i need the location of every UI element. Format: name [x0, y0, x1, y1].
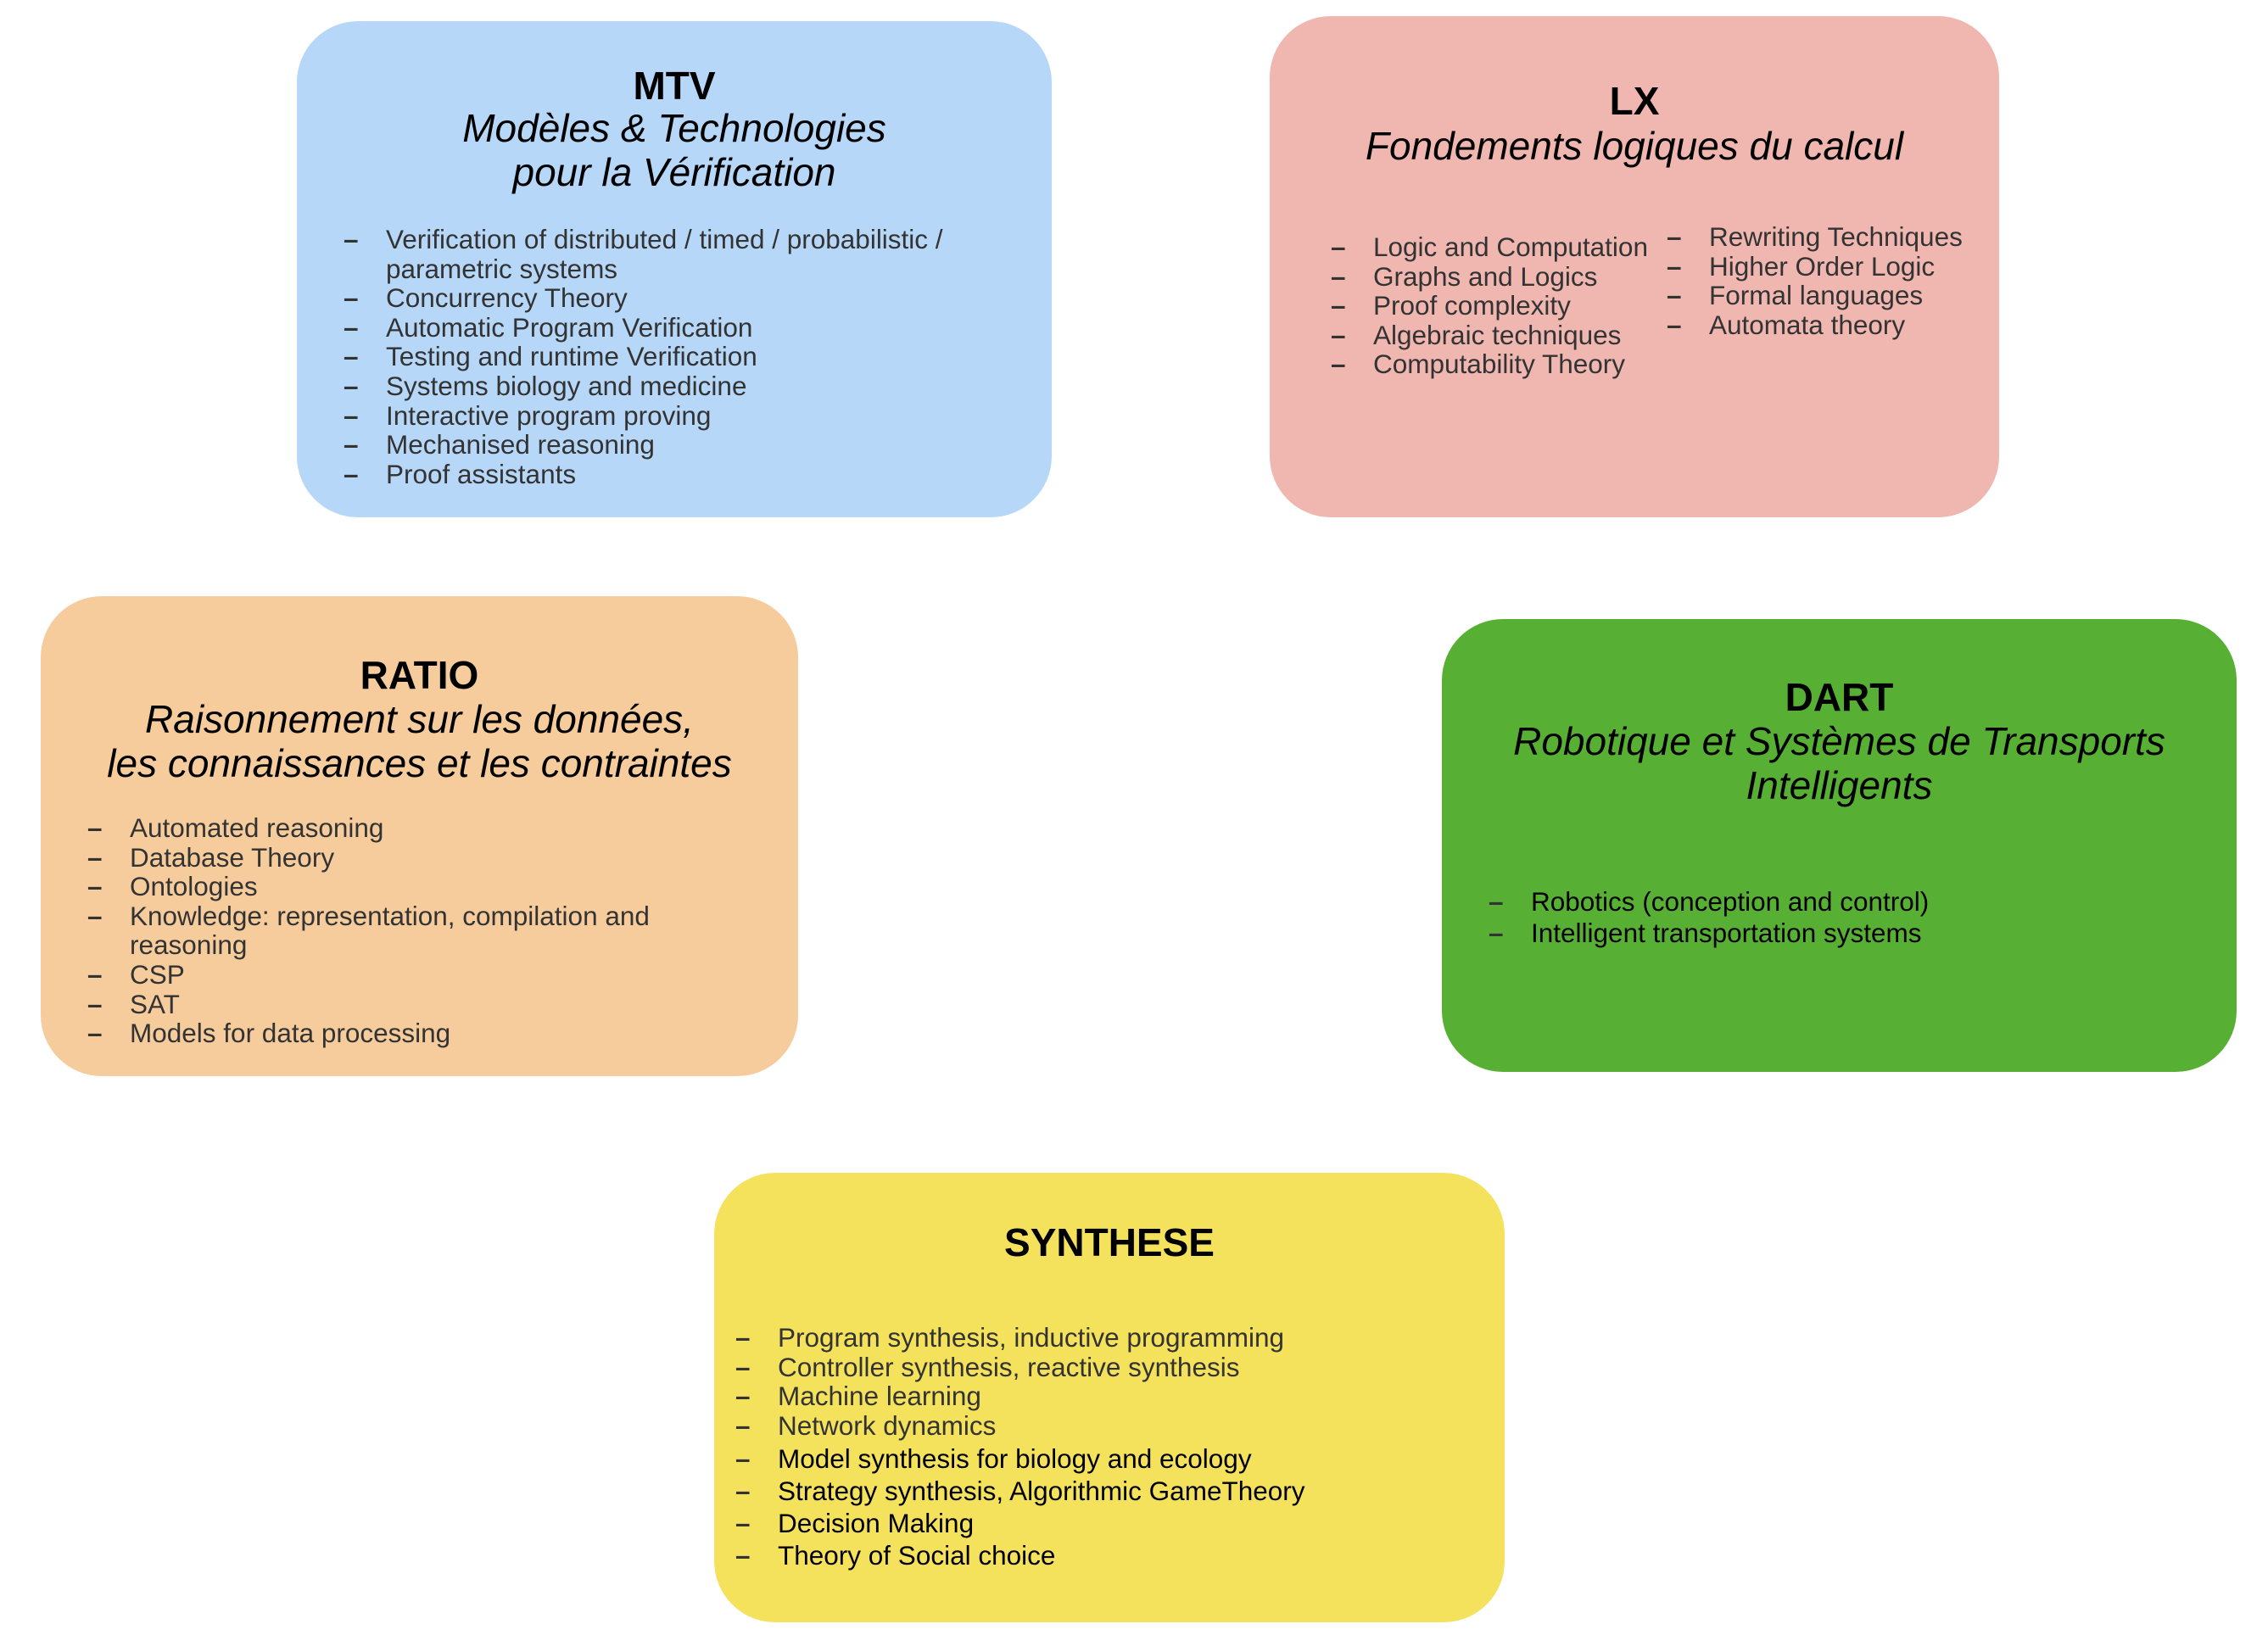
- topic-item: Strategy synthesis, Algorithmic GameTheo…: [735, 1475, 1482, 1507]
- topic-item: Program synthesis, inductive programming: [735, 1323, 1482, 1353]
- topic-item: Proof assistants: [344, 460, 1005, 489]
- topic-item: Automata theory: [1667, 310, 1989, 340]
- subtitle-line: Modèles & Technologies: [462, 106, 886, 150]
- subtitle-line: Robotique et Systèmes de Transports: [1513, 719, 2165, 763]
- topic-item: Theory of Social choice: [735, 1539, 1482, 1571]
- card-title: RATIO: [360, 653, 479, 697]
- topic-item: Interactive program proving: [344, 400, 1005, 431]
- topic-item: Automated reasoning: [87, 813, 732, 843]
- topic-list: Program synthesis, inductive programming…: [735, 1323, 1482, 1440]
- topic-item: Robotics (conception and control): [1489, 886, 2184, 918]
- subtitle-line: Intelligents: [1746, 763, 1933, 807]
- subtitle-line: les connaissances et les contraintes: [107, 741, 732, 785]
- card-title: DART: [1785, 675, 1894, 719]
- topic-item: Formal languages: [1667, 281, 1989, 310]
- topic-list-dark: Model synthesis for biology and ecology …: [735, 1442, 1482, 1571]
- card-subtitle: Robotique et Systèmes de Transports Inte…: [1442, 719, 2237, 807]
- topic-item: Knowledge: representation, compilation a…: [87, 901, 732, 960]
- topic-item: Higher Order Logic: [1667, 251, 1989, 282]
- topic-item: Models for data processing: [87, 1018, 732, 1048]
- topic-item: Automatic Program Verification: [344, 313, 1005, 343]
- topic-item: Ontologies: [87, 872, 732, 901]
- subtitle-line: pour la Vérification: [512, 150, 836, 194]
- team-card-mtv: MTV Modèles & Technologies pour la Vérif…: [297, 21, 1052, 517]
- topic-item: Verification of distributed / timed / pr…: [344, 225, 1005, 283]
- subtitle-line: Fondements logiques du calcul: [1365, 124, 1904, 168]
- topic-list-left: Logic and Computation Graphs and Logics …: [1331, 232, 1653, 379]
- topic-list: Robotics (conception and control) Intell…: [1489, 886, 2184, 949]
- topic-list-right: Rewriting Techniques Higher Order Logic …: [1667, 222, 1989, 339]
- team-card-dart: DART Robotique et Systèmes de Transports…: [1442, 619, 2237, 1072]
- team-card-lx: LX Fondements logiques du calcul Logic a…: [1270, 16, 1999, 517]
- topic-item: CSP: [87, 960, 732, 990]
- team-card-synthese: SYNTHESE Program synthesis, inductive pr…: [714, 1173, 1505, 1622]
- topic-item: Proof complexity: [1331, 291, 1653, 321]
- topic-item: Intelligent transportation systems: [1489, 918, 2184, 949]
- card-title: MTV: [633, 64, 716, 108]
- topic-item: Mechanised reasoning: [344, 430, 1005, 460]
- topic-item: Controller synthesis, reactive synthesis: [735, 1352, 1482, 1382]
- topic-item: Model synthesis for biology and ecology: [735, 1442, 1482, 1475]
- topic-item: Network dynamics: [735, 1411, 1482, 1441]
- card-title: LX: [1609, 79, 1660, 123]
- topic-item: Algebraic techniques: [1331, 321, 1653, 350]
- topic-item: Systems biology and medicine: [344, 371, 1005, 401]
- topic-item: Graphs and Logics: [1331, 261, 1653, 292]
- topic-item: SAT: [87, 989, 732, 1019]
- card-subtitle: Fondements logiques du calcul: [1270, 124, 1999, 168]
- card-title: SYNTHESE: [1004, 1220, 1215, 1264]
- topic-item: Testing and runtime Verification: [344, 342, 1005, 371]
- topic-list: Verification of distributed / timed / pr…: [344, 225, 1005, 488]
- topic-item: Database Theory: [87, 842, 732, 873]
- topic-item: Rewriting Techniques: [1667, 222, 1989, 252]
- topic-item: Concurrency Theory: [344, 283, 1005, 313]
- card-subtitle: Modèles & Technologies pour la Vérificat…: [297, 106, 1052, 194]
- topic-item: Logic and Computation: [1331, 232, 1653, 262]
- team-card-ratio: RATIO Raisonnement sur les données, les …: [41, 596, 798, 1076]
- topic-item: Machine learning: [735, 1381, 1482, 1411]
- topic-item: Computability Theory: [1331, 349, 1653, 379]
- card-subtitle: Raisonnement sur les données, les connai…: [41, 697, 798, 785]
- topic-list: Automated reasoning Database Theory Onto…: [87, 813, 732, 1048]
- topic-item: Decision Making: [735, 1507, 1482, 1539]
- subtitle-line: Raisonnement sur les données,: [145, 697, 694, 741]
